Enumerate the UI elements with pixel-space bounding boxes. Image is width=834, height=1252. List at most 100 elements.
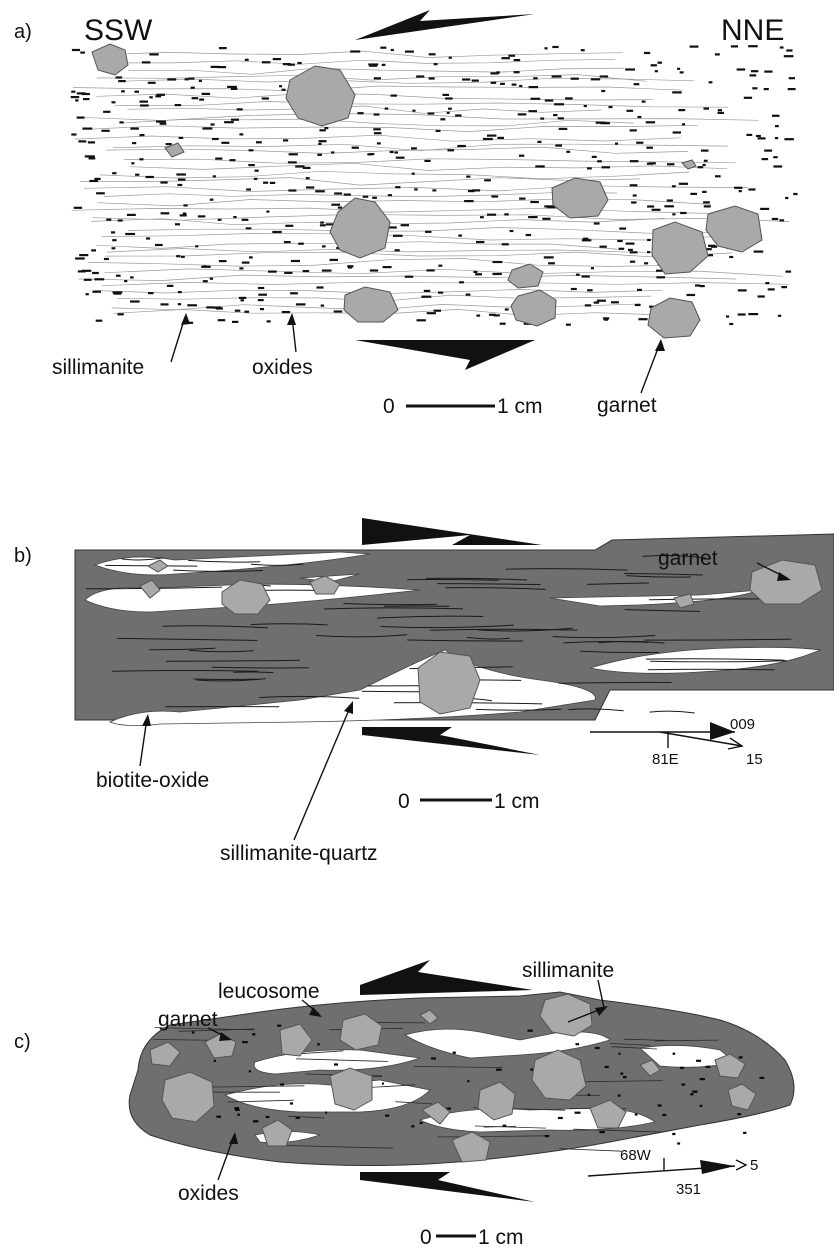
oxide-grain bbox=[322, 270, 332, 272]
oxide-grain bbox=[405, 276, 413, 278]
oxide-grain bbox=[566, 151, 570, 153]
oxide-grain bbox=[121, 90, 125, 92]
panel-a-label: a) bbox=[14, 21, 32, 43]
lineation-shaft-b bbox=[660, 732, 742, 746]
oxide-grain bbox=[738, 313, 746, 315]
oxide-grain bbox=[762, 158, 769, 160]
oxide-grain bbox=[500, 323, 506, 325]
oxide-grain bbox=[132, 142, 136, 144]
oxide-grain bbox=[291, 260, 300, 262]
oxide-grain bbox=[288, 161, 297, 163]
oxide-grain bbox=[224, 121, 234, 123]
oxide-grain bbox=[239, 297, 247, 299]
oxide-grain bbox=[726, 315, 729, 317]
oxide-grain bbox=[82, 270, 92, 272]
oxide-grain bbox=[118, 80, 126, 82]
oxide-grain bbox=[140, 134, 145, 136]
oxide-grain bbox=[537, 141, 541, 143]
oxide-grain bbox=[167, 285, 174, 287]
oxide-grain bbox=[218, 219, 222, 221]
oxide-grain bbox=[597, 160, 602, 162]
oxide-grain bbox=[781, 286, 787, 288]
oxide-grain bbox=[319, 140, 327, 142]
oxide-grain bbox=[773, 156, 777, 158]
oxide-grain bbox=[591, 267, 594, 269]
oxide-grain bbox=[241, 299, 245, 301]
oxide-grain bbox=[230, 159, 236, 161]
oxide-grain bbox=[756, 135, 761, 137]
oxide-grain bbox=[130, 128, 139, 130]
oxide-grain bbox=[431, 1057, 436, 1059]
oxide-grain bbox=[739, 1056, 743, 1058]
oxide-grain bbox=[180, 214, 187, 216]
oxide-grain bbox=[664, 205, 674, 207]
oxide-grain bbox=[425, 231, 432, 233]
oxide-grain bbox=[623, 1076, 627, 1078]
foliation-line bbox=[115, 102, 728, 108]
oxide-grain bbox=[620, 1073, 623, 1075]
oxide-grain bbox=[198, 215, 206, 217]
oxide-grain bbox=[788, 88, 796, 90]
oxide-grain bbox=[571, 78, 579, 80]
oxide-grain bbox=[394, 151, 398, 153]
oxide-grain bbox=[662, 1114, 666, 1116]
oxide-grain bbox=[282, 89, 286, 91]
oxide-grain bbox=[178, 179, 186, 181]
oxide-grain bbox=[709, 81, 713, 83]
oxide-grain bbox=[160, 181, 167, 183]
panel-c: c) bbox=[14, 959, 794, 1249]
oxide-grain bbox=[432, 189, 436, 191]
oxide-grain bbox=[155, 244, 163, 246]
foliation-line bbox=[88, 259, 686, 267]
oxide-grain bbox=[447, 149, 454, 151]
oxide-grain bbox=[473, 271, 477, 273]
oxide-grain bbox=[552, 46, 558, 48]
oxide-grain bbox=[266, 1116, 270, 1118]
oxide-grain bbox=[493, 261, 503, 263]
shear-arrow-bottom-c bbox=[360, 1172, 535, 1202]
oxide-grain bbox=[651, 64, 657, 66]
oxide-grain bbox=[283, 63, 291, 65]
oxide-grain bbox=[793, 193, 797, 195]
oxide-grain bbox=[246, 227, 252, 229]
oxide-grain bbox=[718, 112, 724, 114]
oxide-grain bbox=[283, 139, 288, 141]
oxide-grain bbox=[626, 243, 635, 245]
oxide-grain bbox=[786, 271, 792, 273]
oxide-grain bbox=[633, 194, 637, 196]
oxide-grain bbox=[655, 70, 658, 72]
oxide-grain bbox=[166, 143, 172, 145]
oxide-grain bbox=[334, 192, 342, 194]
oxide-grain bbox=[75, 99, 78, 101]
oxide-grain bbox=[571, 288, 577, 290]
oxide-grain bbox=[363, 196, 369, 198]
oxide-grain bbox=[79, 254, 88, 256]
oxide-grain bbox=[680, 71, 684, 73]
foliation-line bbox=[129, 163, 727, 170]
oxide-grain bbox=[391, 49, 394, 51]
oxide-grain bbox=[268, 271, 277, 273]
oxide-grain bbox=[139, 158, 143, 160]
oxide-grain bbox=[647, 163, 653, 165]
oxide-grain bbox=[235, 310, 241, 312]
oxide-grain bbox=[785, 197, 788, 199]
oxide-grain bbox=[142, 61, 150, 63]
scale-unit-b: 1 cm bbox=[494, 790, 540, 813]
lineation-head-c bbox=[736, 1160, 746, 1170]
oxide-grain bbox=[466, 294, 471, 296]
oxide-grain bbox=[576, 1043, 580, 1045]
oxide-grain bbox=[296, 303, 306, 305]
oxide-grain bbox=[658, 62, 663, 64]
sillimanite-quartz-label-b: sillimanite-quartz bbox=[220, 842, 378, 865]
oxide-grain bbox=[711, 246, 717, 248]
oxide-grain bbox=[352, 147, 359, 149]
oxide-grain bbox=[116, 76, 123, 78]
oxide-grain bbox=[592, 156, 597, 158]
oxide-grain bbox=[112, 172, 116, 174]
oxide-grain bbox=[357, 112, 363, 114]
oxide-grain bbox=[447, 112, 450, 114]
oxide-grain bbox=[462, 78, 470, 80]
oxide-grain bbox=[284, 272, 292, 274]
oxide-grain bbox=[289, 153, 298, 155]
oxide-grain bbox=[545, 47, 548, 49]
